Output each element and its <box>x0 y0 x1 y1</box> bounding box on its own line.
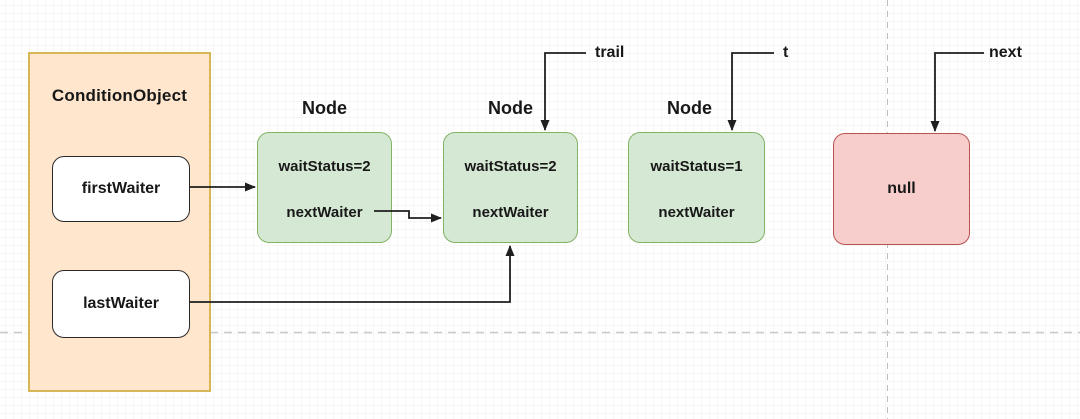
null-box: null <box>833 133 970 245</box>
first-waiter-label: firstWaiter <box>81 180 161 197</box>
node2-next-waiter: nextWaiter <box>472 204 549 221</box>
node1-wait-status: waitStatus=2 <box>278 158 371 175</box>
last-waiter-label: lastWaiter <box>83 295 159 312</box>
node3-box: waitStatus=1 nextWaiter <box>628 132 765 243</box>
node1-next-waiter: nextWaiter <box>286 204 363 221</box>
first-waiter-box: firstWaiter <box>52 156 190 222</box>
last-waiter-box: lastWaiter <box>52 270 190 338</box>
node2-box: waitStatus=2 nextWaiter <box>443 132 578 243</box>
condition-object-box: ConditionObject firstWaiter lastWaiter <box>28 52 211 392</box>
null-label: null <box>887 180 916 197</box>
condition-object-title: ConditionObject <box>51 86 188 105</box>
next-label: next <box>989 44 1022 61</box>
node3-wait-status: waitStatus=1 <box>650 158 743 175</box>
node2-wait-status: waitStatus=2 <box>464 158 557 175</box>
trail-label: trail <box>595 44 625 61</box>
node1-box: waitStatus=2 nextWaiter <box>257 132 392 243</box>
node3-title: Node <box>667 98 712 118</box>
t-label: t <box>783 44 789 61</box>
node1-title: Node <box>302 98 347 118</box>
node2-title: Node <box>488 98 533 118</box>
node3-next-waiter: nextWaiter <box>658 204 735 221</box>
